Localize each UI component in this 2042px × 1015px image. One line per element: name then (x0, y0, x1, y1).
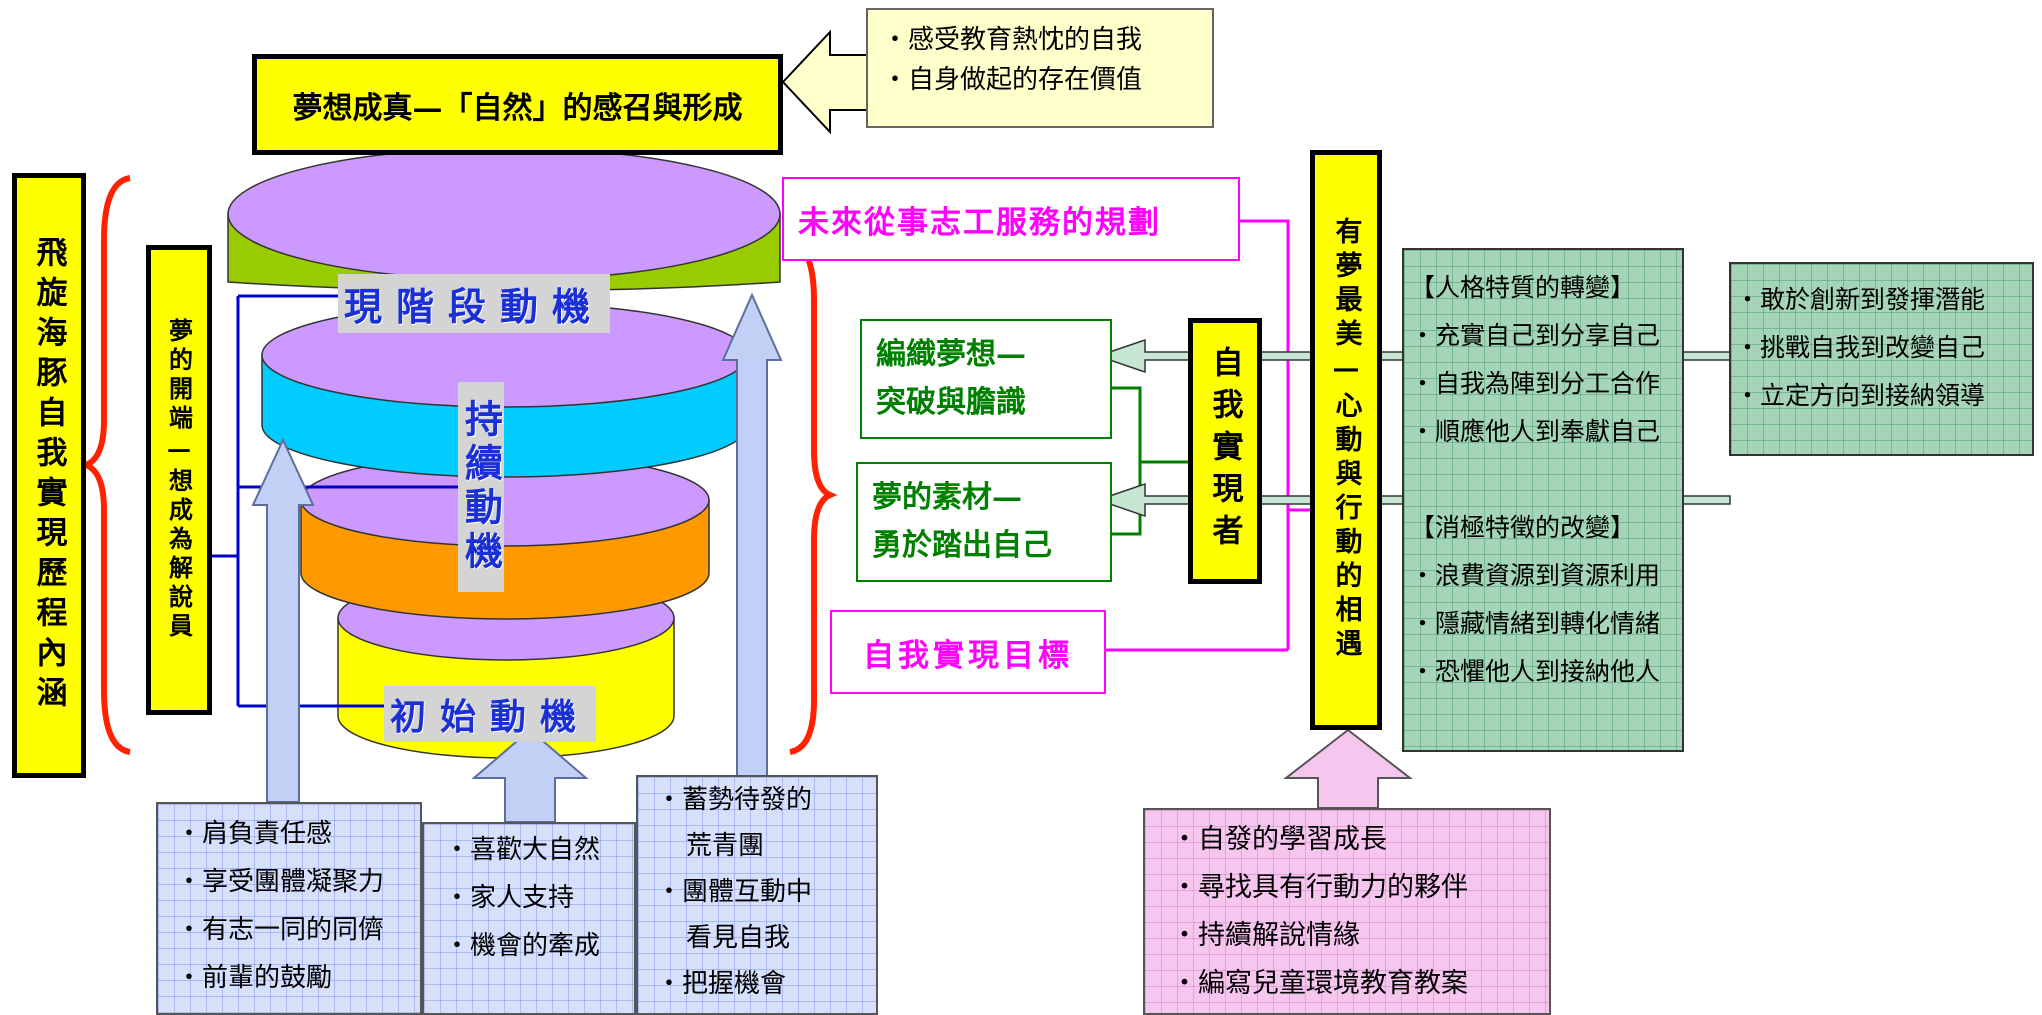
motive-initial-label: 初始動機 (384, 686, 597, 742)
cylinder-cyan (261, 302, 749, 478)
dream-start-text: 夢的開端—想成為解說員 (164, 318, 194, 642)
support-item: 享受團體凝聚力 (176, 858, 402, 906)
left-red-brace (77, 175, 131, 755)
negative-item: 浪費資源到資源利用 (1410, 552, 1676, 600)
future-plan-box: 未來從事志工服務的規劃 (782, 177, 1240, 261)
negative-item: 恐懼他人到接納他人 (1410, 648, 1676, 696)
top-note-box: 感受教育熱忱的自我 自身做起的存在價值 (866, 8, 1214, 128)
support-box-middle: 喜歡大自然 家人支持 機會的牽成 (422, 822, 636, 1015)
growth-box: 敢於創新到發揮潛能 挑戰自我到改變自己 立定方向到接納領導 (1729, 262, 2034, 456)
support-item: ・團體互動中 (656, 877, 813, 907)
growth-item: 立定方向到接納領導 (1735, 372, 2028, 420)
support-item: ・把握機會 (656, 969, 787, 999)
cylinder-top (227, 147, 781, 292)
right-red-brace (789, 239, 838, 755)
top-note-item: 自身做起的存在價值 (882, 60, 1198, 100)
self-goal-box: 自我實現目標 (830, 610, 1106, 694)
motive-continuing-label: 持續動機 (458, 382, 504, 592)
green-connectors (1112, 386, 1188, 536)
action-box: 自發的學習成長 尋找具有行動力的夥伴 持續解說情緣 編寫兒童環境教育教案 (1143, 808, 1551, 1015)
personality-item: 充實自己到分享自己 (1410, 312, 1676, 360)
dream-material-box: 夢的素材— 勇於踏出自己 (856, 462, 1112, 582)
dream-weave-box: 編織夢想— 突破與膽識 (860, 319, 1112, 439)
action-item: 編寫兒童環境教育教案 (1171, 960, 1523, 1008)
support-box-left: 肩負責任感 享受團體凝聚力 有志一同的同儕 前輩的鼓勵 (156, 802, 422, 1015)
support-item: 有志一同的同儕 (176, 906, 402, 954)
support-item: ・蓄勢待發的 (656, 785, 813, 815)
personality-item: 順應他人到奉獻自己 (1410, 408, 1676, 456)
up-arrow-right (721, 292, 783, 779)
up-arrow-pink (1283, 728, 1413, 809)
up-arrow-left (251, 437, 315, 803)
left-title-text: 飛旋海豚自我實現歷程內涵 (30, 235, 67, 716)
page-title-text: 夢想成真—「自然」的感召與形成 (292, 90, 743, 126)
future-plan-text: 未來從事志工服務的規劃 (798, 204, 1161, 241)
support-box-right: ・蓄勢待發的 荒青團 ・團體互動中 看見自我 ・把握機會 (636, 775, 878, 1015)
motive-current-label: 現階段動機 (338, 274, 611, 333)
self-goal-text: 自我實現目標 (863, 637, 1073, 674)
change-box: 【人格特質的轉變】 充實自己到分享自己 自我為陣到分工合作 順應他人到奉獻自己 … (1402, 248, 1684, 752)
motive-continuing-text: 持續動機 (458, 399, 504, 575)
encounter-box: 有夢最美—心動與行動的相遇 (1310, 150, 1382, 730)
personality-heading: 【人格特質的轉變】 (1410, 273, 1636, 302)
negative-heading: 【消極特徵的改變】 (1410, 513, 1636, 542)
self-realizer-text: 自我實現者 (1206, 346, 1243, 556)
growth-item: 敢於創新到發揮潛能 (1735, 276, 2028, 324)
left-title-box: 飛旋海豚自我實現歷程內涵 (12, 173, 86, 778)
support-item: 喜歡大自然 (444, 826, 614, 874)
support-item: 機會的牽成 (444, 922, 614, 970)
support-item: 前輩的鼓勵 (176, 954, 402, 1002)
support-item-cont: 看見自我 (686, 923, 791, 953)
page-title: 夢想成真—「自然」的感召與形成 (252, 54, 783, 155)
negative-item: 隱藏情緒到轉化情緒 (1410, 600, 1676, 648)
cylinder-orange (300, 453, 710, 620)
callout-arrow (781, 29, 871, 135)
top-note-item: 感受教育熱忱的自我 (882, 20, 1198, 60)
support-item: 家人支持 (444, 874, 614, 922)
dream-material-line: 夢的素材— (872, 480, 1022, 515)
support-item: 肩負責任感 (176, 810, 402, 858)
dream-weave-line: 突破與膽識 (876, 385, 1026, 420)
personality-item: 自我為陣到分工合作 (1410, 360, 1676, 408)
action-item: 持續解說情緣 (1171, 912, 1523, 960)
action-item: 尋找具有行動力的夥伴 (1171, 864, 1523, 912)
dream-start-box: 夢的開端—想成為解說員 (146, 245, 212, 715)
self-realizer-box: 自我實現者 (1188, 318, 1262, 584)
support-item-cont: 荒青團 (686, 831, 765, 861)
dream-weave-line: 編織夢想— (876, 337, 1026, 372)
growth-item: 挑戰自我到改變自己 (1735, 324, 2028, 372)
encounter-text: 有夢最美—心動與行動的相遇 (1330, 217, 1362, 663)
dream-material-line: 勇於踏出自己 (872, 528, 1052, 563)
action-item: 自發的學習成長 (1171, 816, 1523, 864)
